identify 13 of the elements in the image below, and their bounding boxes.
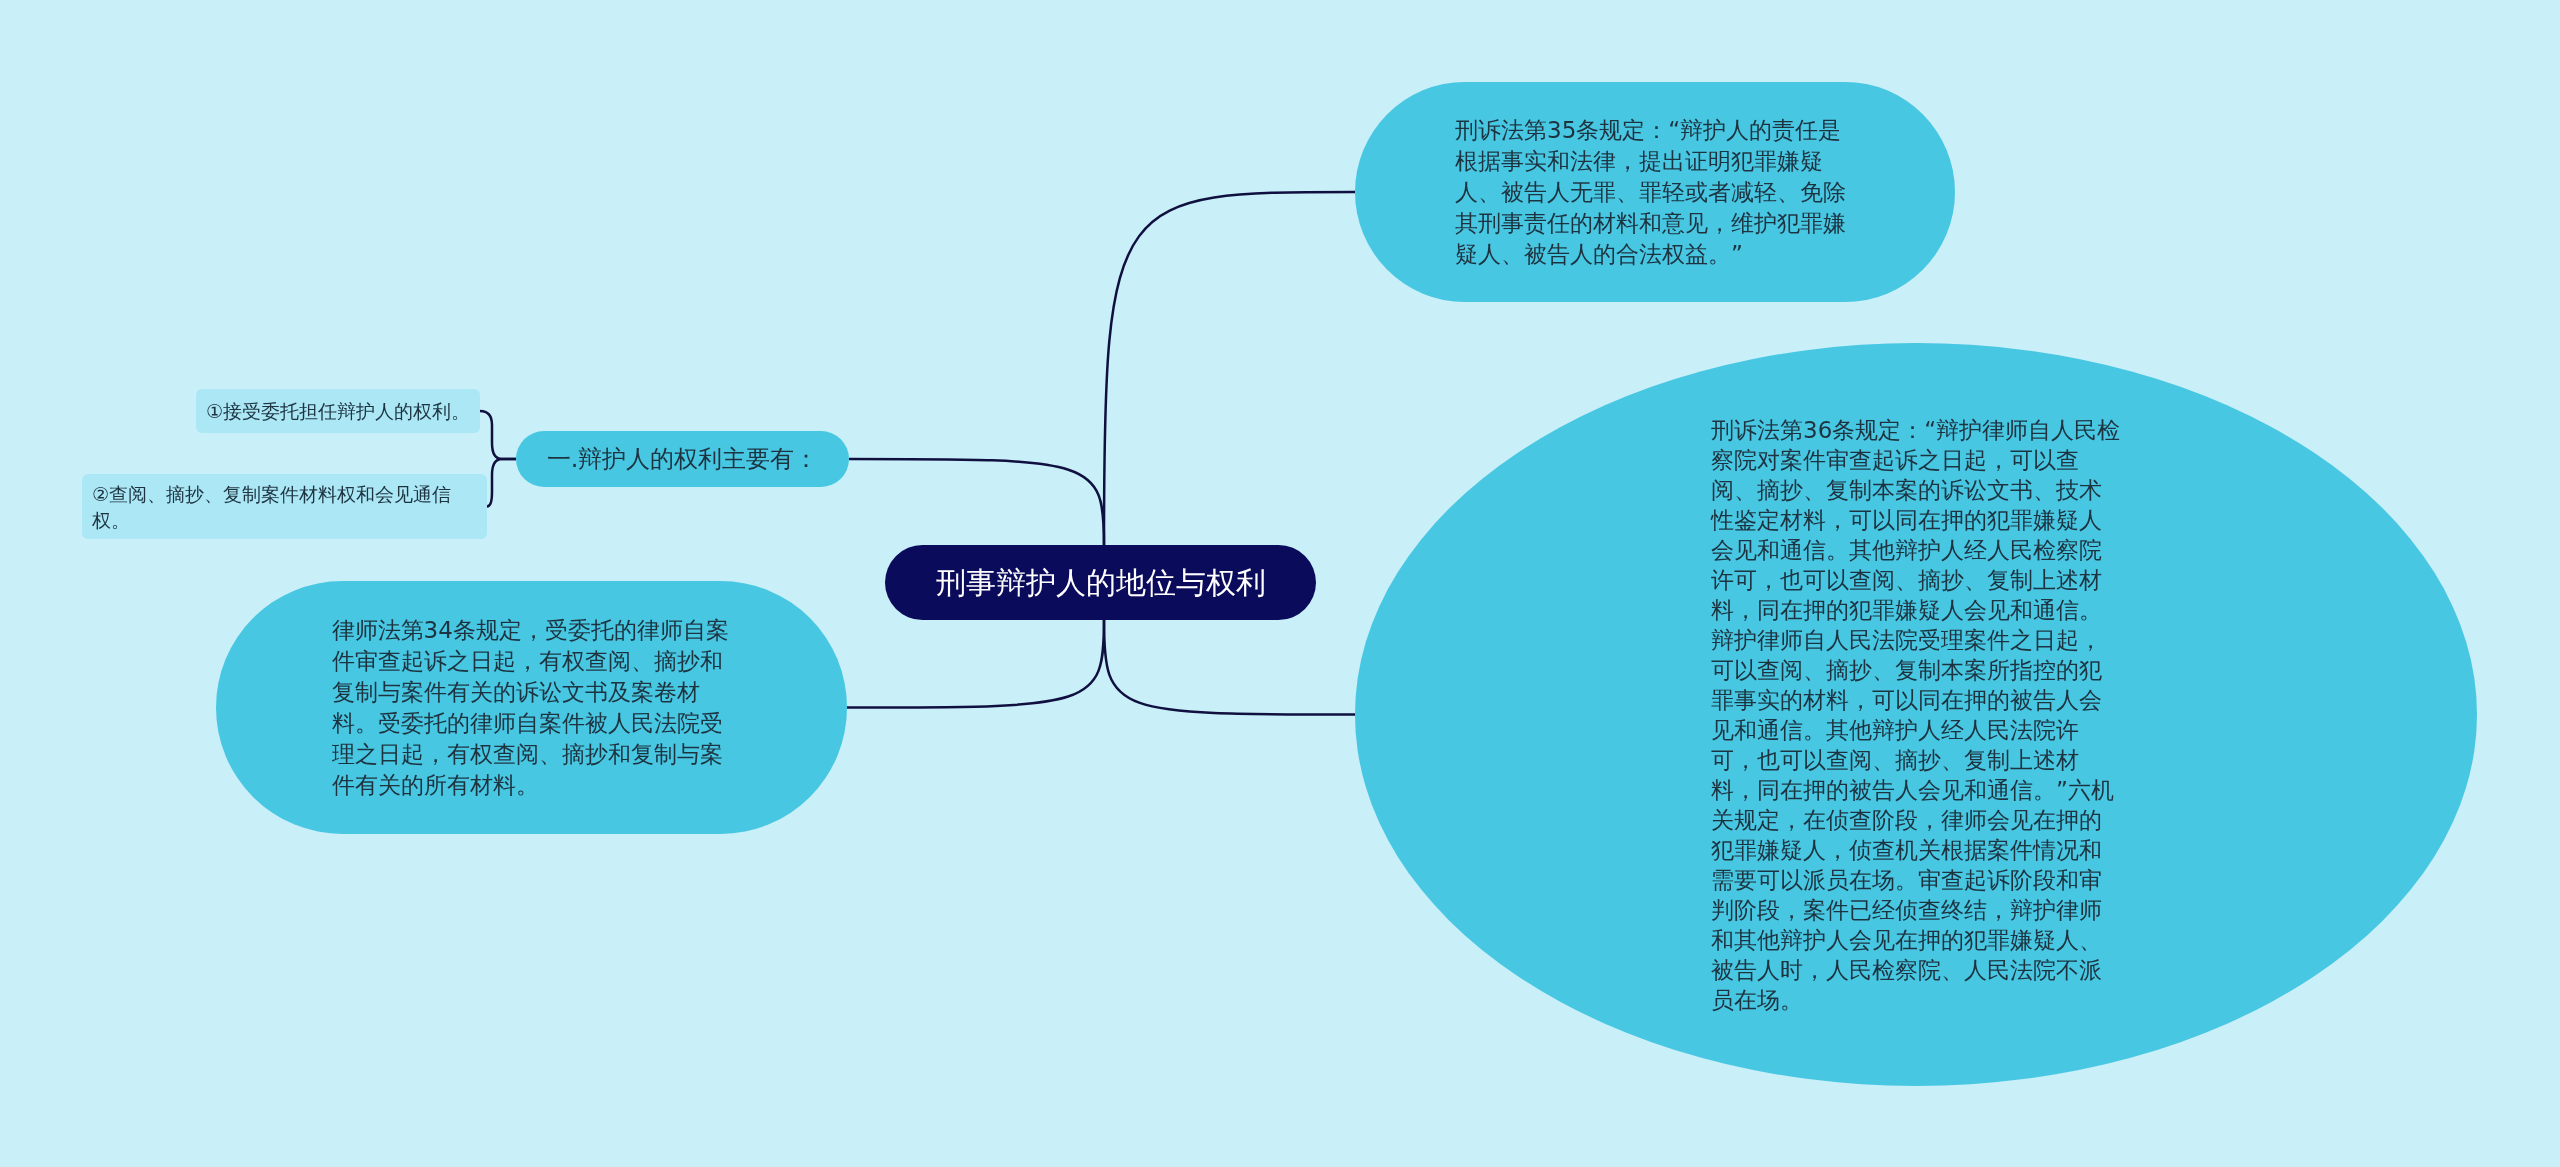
subtopic-pill: [516, 431, 849, 487]
connector-line: [486, 457, 516, 508]
node-text: 刑诉法第36条规定：“辩护律师自人民检察院对案件审查起诉之日起，可以查阅、摘抄、复制本案的诉讼文书、技术性鉴定材料，可以同在押的犯罪嫌疑人会见和通信。其他辩护人经人民检察院许可，也可以查阅、摘抄、复制上述材料，同在押的犯罪嫌疑人会见和通信。辩护律师自人民法院受理案件之日起，可以查阅、摘抄、复制本案所指控的犯罪事实的材料，可以同在押的被告人会见和通信。其他辩护人经人民法院许可，也可以查阅、摘抄、复制上述材料，同在押的被告人会见和通信。”六机关规定，在侦查阶段，律师会见在押的犯罪嫌疑人，侦查机关根据案件情况和需要可以派员在场。审查起诉阶段和审判阶段，案件已经侦查终结，辩护律师和其他辩护人会见在押的犯罪嫌疑人、被告人时，人民检察院、人民法院不派员在场。: [1711, 415, 2121, 1015]
node-text: 一.辩护人的权利主要有：: [546, 444, 819, 474]
leaf-item: [82, 474, 487, 539]
node-text: 律师法第34条规定，受委托的律师自案件审查起诉之日起，有权查阅、摘抄和复制与案件有关的诉讼文书及案卷材料。受委托的律师自案件被人民法院受理之日起，有权查阅、摘抄和复制与案件有关的所有材料。: [331, 615, 730, 800]
node-text: 刑事辩护人的地位与权利: [935, 564, 1266, 601]
node-text: ②查阅、摘抄、复制案件材料权和会见通信权。: [92, 481, 453, 533]
leaf-item: [196, 389, 480, 433]
connector-line: [847, 619, 1106, 709]
node-text: 刑诉法第35条规定：“辩护人的责任是根据事实和法律，提出证明犯罪嫌疑人、被告人无罪、罪轻或者减轻、免除其刑事责任的材料和意见，维护犯罪嫌疑人、被告人的合法权益。”: [1455, 115, 1847, 269]
connector-line: [849, 457, 1106, 546]
node-text: ①接受委托担任辩护人的权利。: [205, 399, 470, 423]
